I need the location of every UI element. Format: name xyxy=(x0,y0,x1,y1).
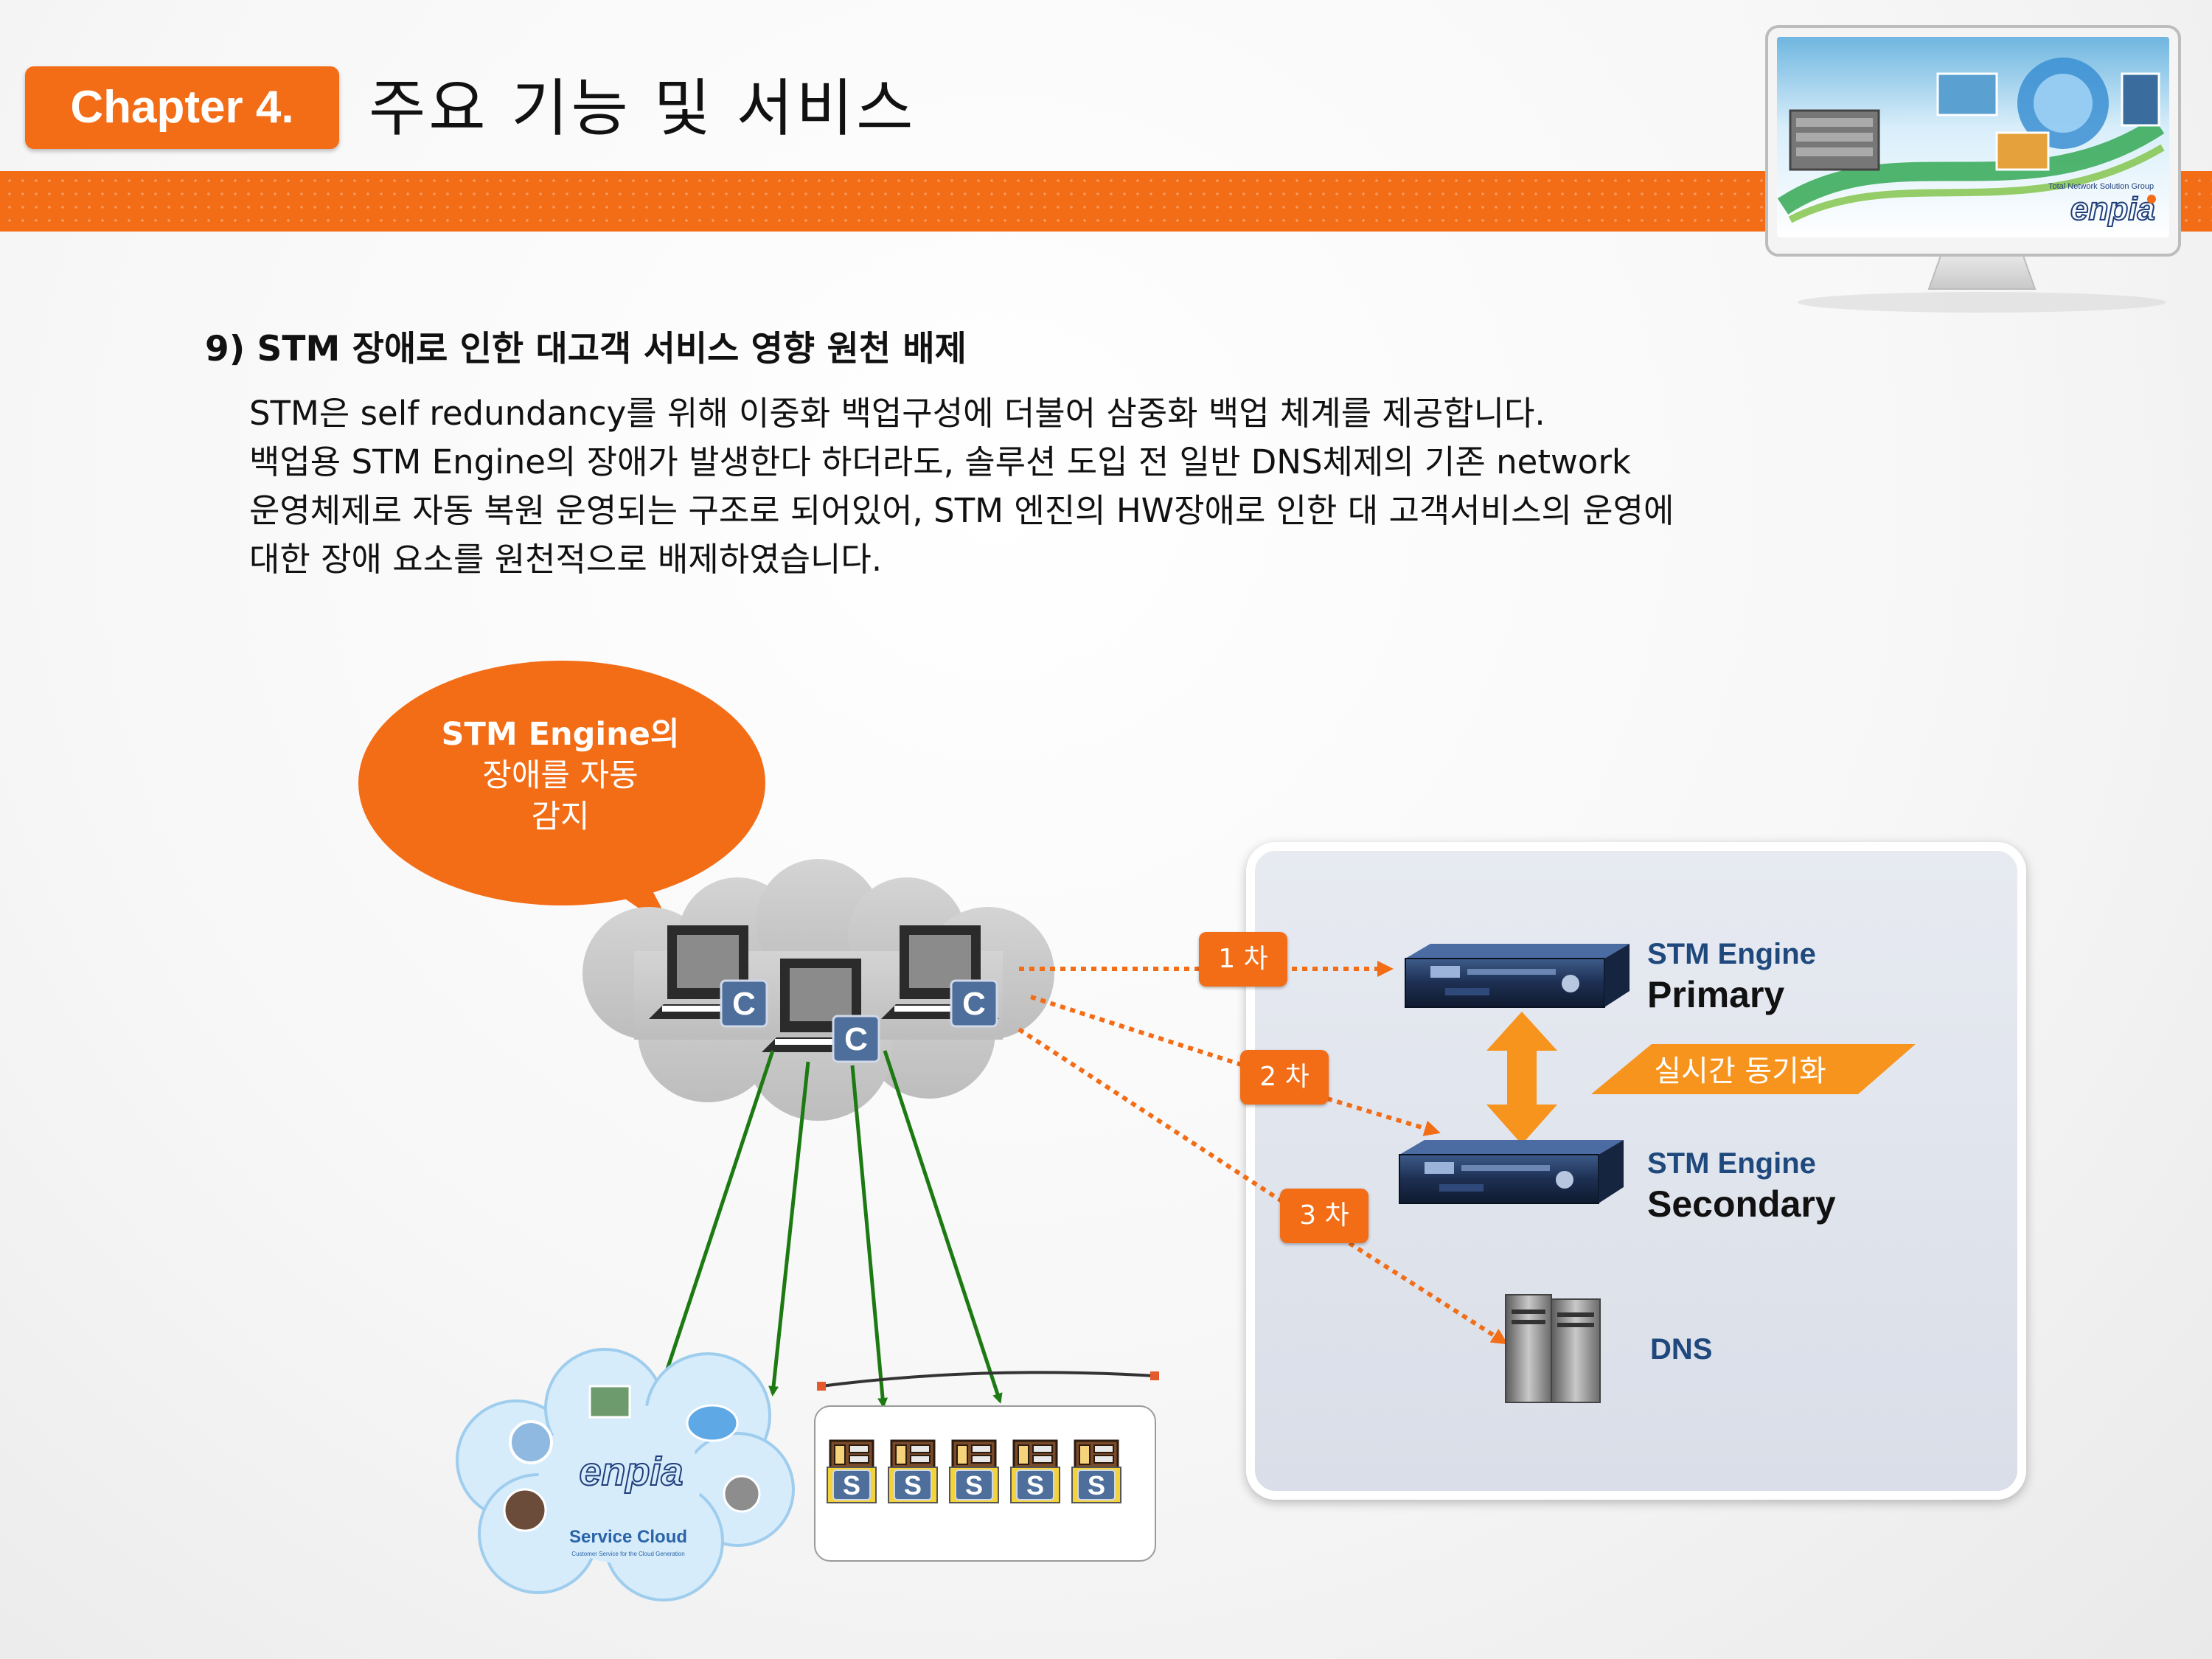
service-cloud-title: Service Cloud xyxy=(569,1527,687,1547)
svg-text:C: C xyxy=(844,1021,868,1057)
section-heading: 9) STM 장애로 인한 대고객 서비스 영향 원천 배제 xyxy=(205,329,967,369)
engine-panel xyxy=(1246,842,2026,1500)
page-title: 주요 기능 및 서비스 xyxy=(369,72,917,145)
server-badge-label: S xyxy=(904,1470,922,1500)
speech-text: STM Engine의 장애를 자동 감지 xyxy=(413,714,708,838)
server-badge-label: S xyxy=(965,1470,983,1500)
secondary-label: Secondary xyxy=(1647,1183,1836,1225)
service-server-icon: S xyxy=(1071,1439,1121,1503)
dns-server-icon xyxy=(1505,1294,1601,1403)
paragraph-line: 대한 장애 요소를 원천적으로 배제하였습니다. xyxy=(249,540,883,579)
svg-text:C: C xyxy=(732,986,756,1022)
service-cloud-icons xyxy=(503,1385,761,1532)
service-cloud xyxy=(456,1348,795,1601)
service-cloud-subtitle: Customer Service for the Cloud Generatio… xyxy=(571,1551,684,1557)
section-paragraph: STM은 self redundancy를 위해 이중화 백업구성에 더불어 삼… xyxy=(249,389,1989,584)
secondary-label-top: STM Engine xyxy=(1647,1147,1816,1180)
sync-double-arrow xyxy=(1486,1012,1557,1144)
primary-server-icon xyxy=(1405,944,1630,1008)
speech-line: 감지 xyxy=(531,799,590,835)
step-badge-2: 2 차 xyxy=(1240,1050,1329,1105)
sync-label: 실시간 동기화 xyxy=(1654,1054,1826,1088)
paragraph-line: 운영체제로 자동 복원 운영되는 구조로 되어있어, STM 엔진의 HW장애로… xyxy=(249,491,1674,530)
server-badge-label: S xyxy=(1026,1470,1044,1500)
service-server-icon: S xyxy=(1010,1439,1060,1503)
sync-banner xyxy=(1591,1044,1916,1094)
speech-line: STM Engine의 xyxy=(441,716,680,753)
failover-arrows xyxy=(1018,961,1509,1345)
service-cloud-logo: enpia xyxy=(579,1450,683,1494)
svg-text:C: C xyxy=(962,986,986,1022)
server-badge-label: S xyxy=(1088,1470,1105,1500)
dns-label: DNS xyxy=(1650,1333,1713,1366)
service-server-icon: S xyxy=(827,1439,877,1503)
paragraph-line: STM은 self redundancy를 위해 이중화 백업구성에 더불어 삼… xyxy=(249,394,1545,433)
step-badge-3: 3 차 xyxy=(1280,1189,1368,1243)
service-server-icon: S xyxy=(949,1439,999,1503)
primary-label-top: STM Engine xyxy=(1647,938,1816,970)
client-badge: C xyxy=(720,979,768,1028)
secondary-server-icon xyxy=(1399,1140,1624,1204)
step-badge-1: 1 차 xyxy=(1199,932,1287,987)
monitor-tagline: Total Network Solution Group xyxy=(2048,182,2154,191)
client-monitor-icon xyxy=(881,925,999,1019)
enpia-monitor-logo: Total Network Solution Group enpia xyxy=(1765,25,2181,313)
client-badge: C xyxy=(832,1015,880,1063)
chapter-badge: Chapter 4. xyxy=(25,66,339,149)
speech-line: 장애를 자동 xyxy=(482,757,639,794)
green-arrows xyxy=(659,1050,1003,1408)
client-badge: C xyxy=(950,979,998,1028)
server-badge-label: S xyxy=(843,1470,860,1500)
primary-label: Primary xyxy=(1647,974,1785,1015)
service-server-icon: S xyxy=(888,1439,938,1503)
server-bus xyxy=(817,1371,1159,1391)
paragraph-line: 백업용 STM Engine의 장애가 발생한다 하더라도, 솔루션 도입 전 … xyxy=(249,442,1631,481)
monitor-logo-text: enpia xyxy=(2070,191,2155,227)
